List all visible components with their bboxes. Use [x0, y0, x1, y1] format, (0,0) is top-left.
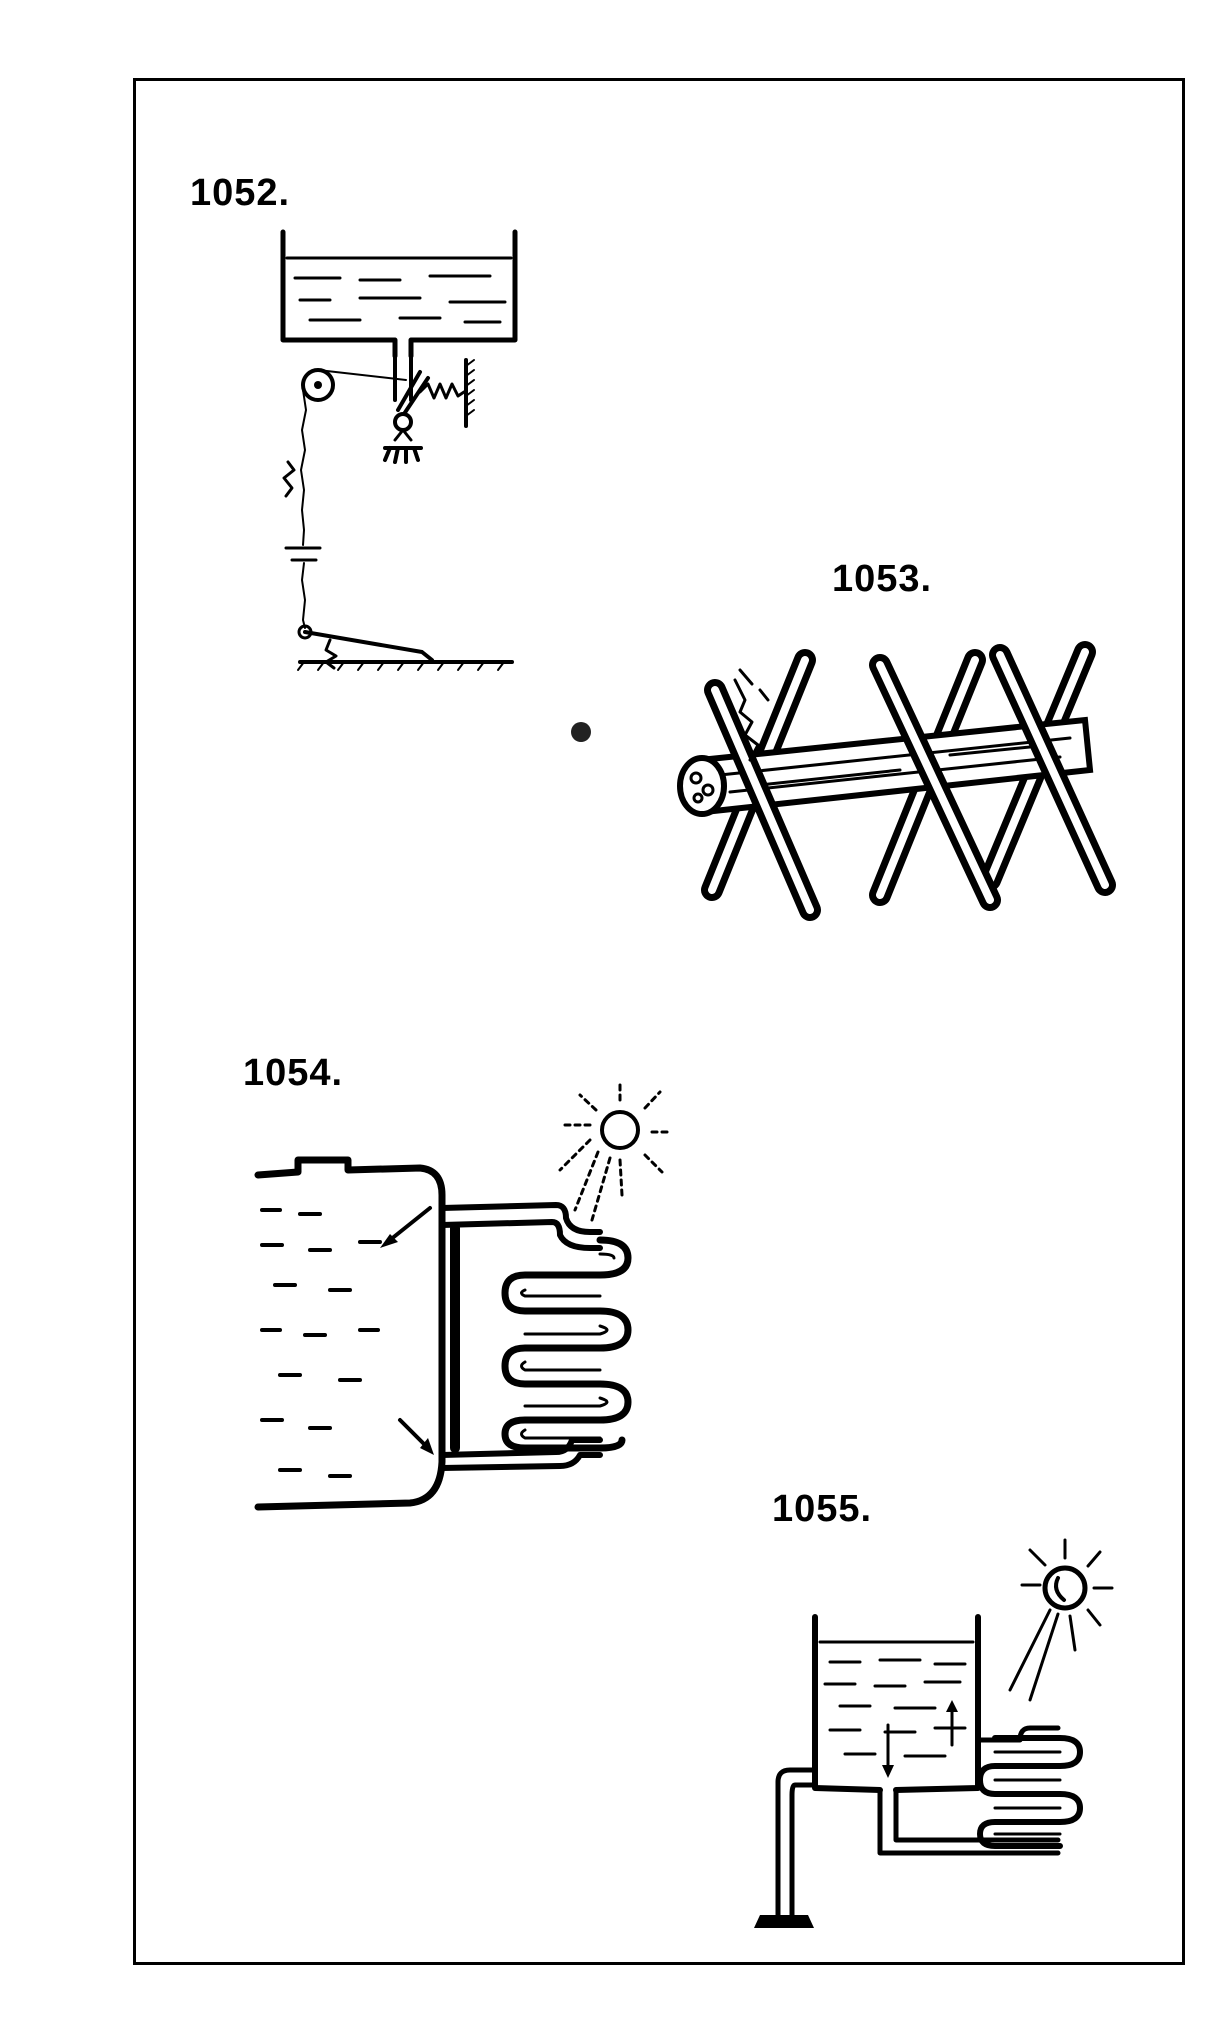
flow-arrow-top	[388, 1206, 432, 1242]
tap-pipe	[775, 1767, 818, 1918]
sun-icon-2	[1042, 1565, 1088, 1611]
figure-1054-drawing	[254, 1080, 674, 1511]
coil-inner-lines	[520, 1252, 616, 1440]
collector-tank	[812, 1614, 981, 1793]
pulley-cord	[317, 369, 407, 381]
tank-water-dashes	[260, 1208, 382, 1478]
ink-blot	[571, 722, 591, 742]
water-tank	[280, 229, 518, 359]
hot-water-pipe-inner	[439, 1219, 603, 1251]
log-end	[677, 755, 727, 817]
valve-lever	[396, 370, 430, 416]
control-wire-upper	[300, 389, 307, 546]
heating-coil	[977, 1735, 1083, 1849]
ground-hatching	[297, 661, 505, 671]
figure-1055-drawing	[754, 1538, 1114, 1928]
return-spring	[418, 382, 466, 400]
return-pipe	[877, 1787, 1061, 1856]
foot-pedal	[303, 630, 434, 662]
log-grain	[718, 736, 1072, 794]
sun-rays-2	[1008, 1538, 1114, 1702]
brush-twigs	[733, 668, 770, 762]
figure-1053-drawing	[677, 641, 1116, 921]
sprinkler-head	[383, 446, 423, 464]
figure-1052-label: 1052.	[190, 172, 291, 214]
solar-coil	[501, 1236, 632, 1452]
storage-tank	[254, 1156, 446, 1511]
figure-1055-label: 1055.	[772, 1488, 873, 1530]
sun-rays	[558, 1080, 674, 1222]
valve-pivot	[393, 412, 413, 432]
figure-1054-label: 1054.	[243, 1052, 344, 1094]
hot-water-pipe	[439, 1202, 603, 1235]
cold-water-pipe-inner	[439, 1452, 603, 1471]
heating-coil-inner	[993, 1750, 1062, 1836]
figure-1053-label: 1053.	[832, 558, 933, 600]
water-surface-lines	[285, 256, 513, 324]
collector-water-lines	[818, 1640, 975, 1758]
tap-base	[754, 1915, 814, 1928]
wall-hatching	[465, 359, 475, 417]
figure-1052-drawing	[280, 229, 518, 671]
battery-symbol	[284, 546, 322, 562]
pulley-axle	[314, 381, 322, 389]
lightning-symbol	[282, 460, 296, 498]
valve-body	[393, 428, 413, 442]
control-wire-lower	[301, 562, 306, 629]
sun-crescent	[1054, 1576, 1066, 1602]
figure-frame	[133, 78, 1185, 1965]
flow-arrow-bottom	[398, 1418, 430, 1450]
sun-icon	[600, 1110, 640, 1150]
